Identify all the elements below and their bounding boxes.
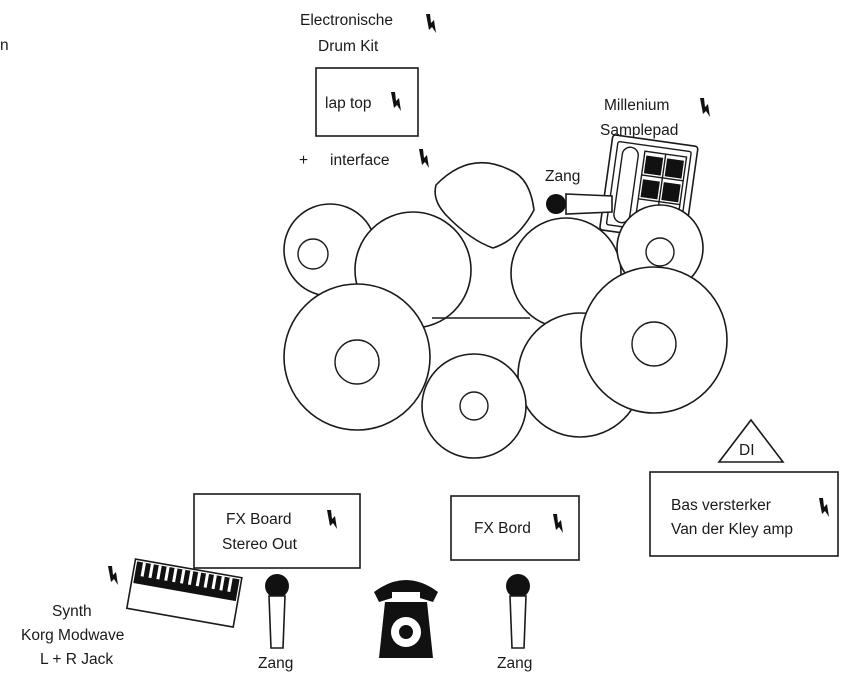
millenium-label-line2: Samplepad [600, 122, 678, 139]
keyboard-icon [125, 558, 243, 628]
di-label: DI [739, 442, 755, 459]
synth-label-line2: Korg Modwave [21, 627, 124, 644]
fx-bord-label: FX Bord [474, 520, 531, 537]
microphone-icon [265, 574, 289, 649]
power-bolt-icon [700, 98, 710, 117]
cymbal-icon [631, 321, 677, 367]
power-bolt-icon [108, 566, 118, 585]
microphone-icon [506, 574, 530, 649]
corner-fragment: n [0, 37, 9, 54]
fx-board-line2: Stereo Out [222, 536, 298, 553]
drum-vocal-label: Zang [545, 168, 580, 185]
bass-amp-line1: Bas versterker [671, 497, 771, 514]
hihat-cymbal [283, 283, 431, 431]
drum-kit [283, 162, 728, 459]
di-box [717, 418, 785, 463]
bass-amp-line2: Van der Kley amp [671, 521, 793, 538]
cymbal-icon [459, 391, 489, 421]
microphone-icon [546, 193, 613, 215]
interface-label: interface [330, 152, 389, 169]
bass-amp-box [649, 471, 839, 557]
telephone-icon [374, 580, 438, 658]
synth-label-line1: Synth [52, 603, 92, 620]
electronic-kit-title-line2: Drum Kit [318, 38, 379, 55]
cymbal-icon [297, 238, 329, 270]
power-bolt-icon [426, 14, 436, 33]
fx-board-line1: FX Board [226, 511, 291, 528]
fx-board-box [193, 493, 361, 569]
snare-pad [421, 353, 527, 459]
plus-sign: + [299, 152, 308, 169]
laptop-box [315, 67, 419, 137]
millenium-label-line1: Millenium [604, 97, 669, 114]
vocal-right-label: Zang [497, 655, 532, 672]
cymbal-icon [334, 339, 380, 385]
electronic-kit-title-line1: Electronische [300, 12, 393, 29]
vocal-left-label: Zang [258, 655, 293, 672]
cymbal-icon [645, 237, 675, 267]
ride-cymbal [580, 266, 728, 414]
laptop-label: lap top [325, 95, 372, 112]
synth-label-line3: L + R Jack [40, 651, 113, 668]
power-bolt-icon [419, 149, 429, 168]
kick-trigger-pad [434, 162, 535, 249]
